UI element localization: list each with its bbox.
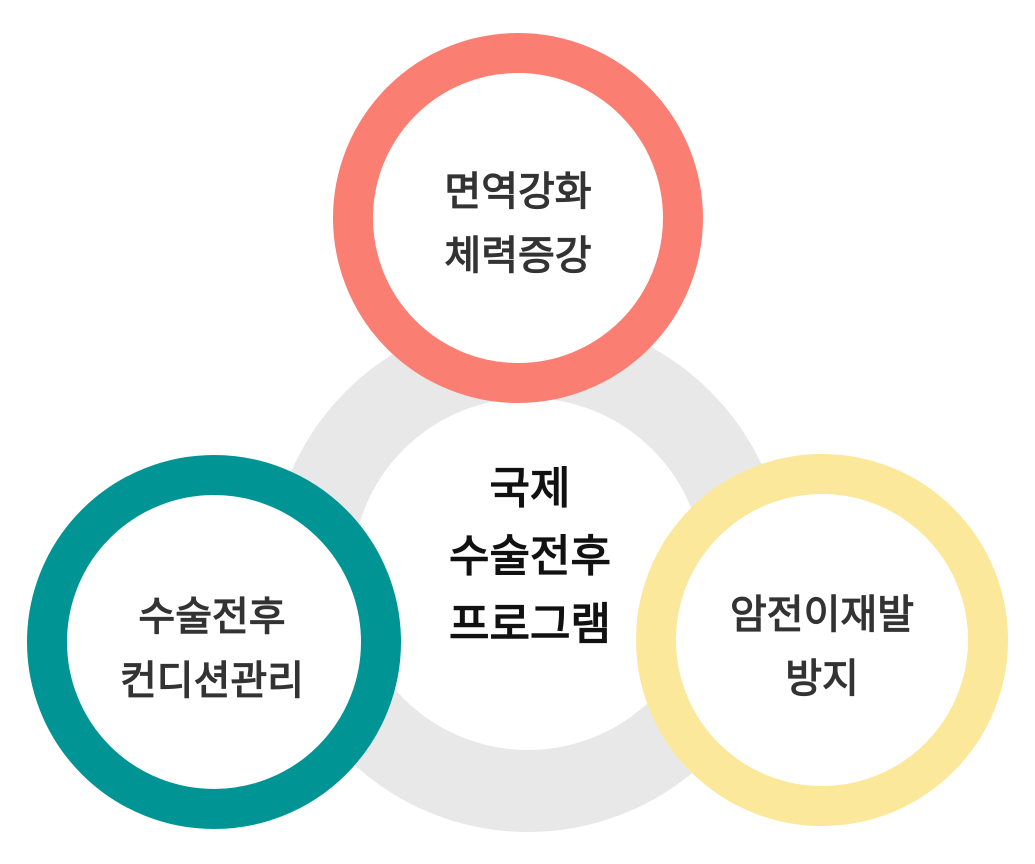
left-node-line-1: 수술전후 <box>138 594 286 640</box>
right-node-line-1: 암전이재발 <box>730 592 914 638</box>
top-node-label: 면역강화 체력증강 <box>368 160 668 288</box>
left-node-line-2: 컨디션관리 <box>120 658 304 704</box>
right-node-line-2: 방지 <box>785 656 859 702</box>
right-ring <box>636 454 1008 826</box>
top-node-line-1: 면역강화 <box>444 169 592 215</box>
center-title-line-2: 수술전후 <box>449 531 611 582</box>
left-ring <box>27 455 401 829</box>
top-node-line-2: 체력증강 <box>444 233 592 279</box>
left-node-label: 수술전후 컨디션관리 <box>62 585 362 713</box>
center-title-line-3: 프로그램 <box>449 599 611 650</box>
center-title: 국제 수술전후 프로그램 <box>370 455 690 659</box>
right-node-label: 암전이재발 방지 <box>672 583 972 711</box>
top-ring <box>333 33 703 403</box>
center-title-line-1: 국제 <box>489 463 571 514</box>
